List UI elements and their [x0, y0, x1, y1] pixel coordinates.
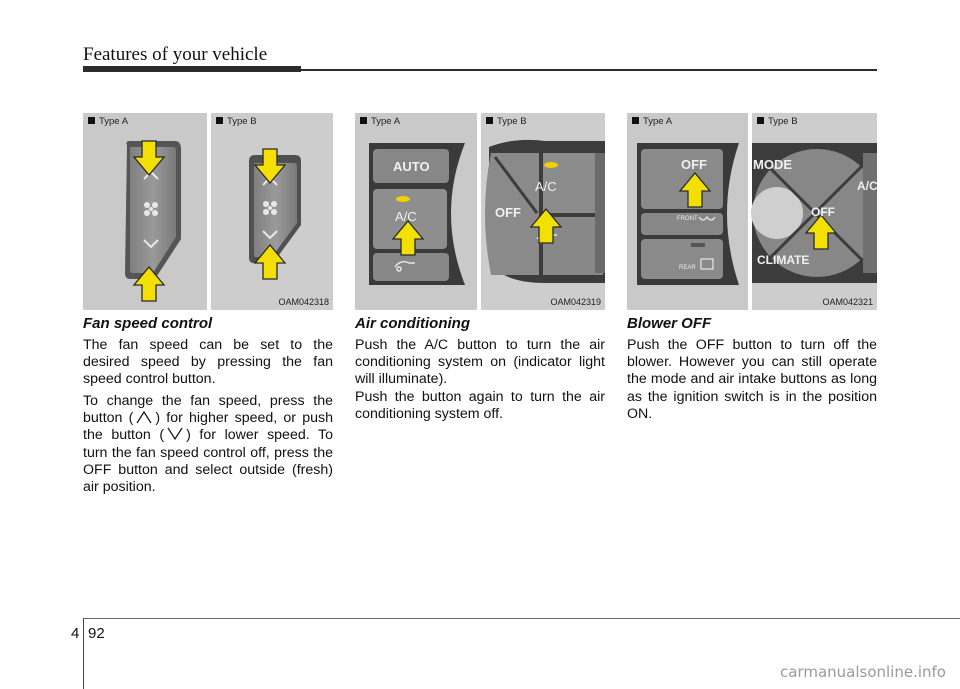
figure-divider: [477, 113, 481, 310]
off-button-b: OFF: [811, 205, 835, 219]
indicator-light: [396, 196, 410, 202]
arrow-up-icon: [391, 219, 425, 256]
fan-speed-paragraph-2: To change the fan speed, press the butto…: [83, 393, 333, 496]
type-a-label: Type A: [88, 116, 128, 127]
footer-rule-vertical: [83, 618, 84, 689]
defrost-icon: [698, 215, 716, 221]
watermark-link[interactable]: carmanualsonline.info: [780, 663, 946, 681]
figure-blower-off: OFF FRONT REAR MODE OFF CLIMATE A/C Type…: [627, 113, 877, 310]
caret-down-icon: [167, 428, 183, 441]
figure-divider: [748, 113, 752, 310]
caret-up-icon: [136, 411, 152, 424]
climate-button: CLIMATE: [757, 253, 810, 267]
blower-paragraph-1: Push the OFF button to turn off the blow…: [627, 337, 877, 422]
mode-button: MODE: [753, 157, 792, 172]
type-b-label: Type B: [757, 116, 798, 127]
fan-down-icon: [143, 239, 159, 249]
fan-icon: [144, 202, 158, 216]
rear-defrost-icon: [700, 258, 714, 270]
ac-button: A/C: [395, 209, 417, 224]
ac-paragraph-2: Push the button again to turn the air co…: [355, 389, 605, 423]
type-a-label: Type A: [632, 116, 672, 127]
rear-defrost-button: REAR: [679, 265, 696, 271]
arrow-up-icon-b: [253, 243, 287, 280]
page-number: 92: [88, 625, 105, 642]
figure-divider: [207, 113, 211, 310]
blower-control-illustration: [637, 143, 877, 285]
figure-code: OAM042318: [278, 297, 329, 307]
arrow-up-icon-b: [529, 207, 563, 244]
ac-button-b: A/C: [535, 179, 557, 194]
fan-control-illustration: [125, 140, 301, 302]
arrow-down-icon: [132, 140, 166, 177]
section-title-blower-off: Blower OFF: [627, 315, 712, 332]
footer-rule-horizontal: [83, 618, 960, 619]
arrow-down-icon-b: [253, 148, 287, 185]
indicator-light-b: [544, 162, 558, 168]
ac-button-b: A/C: [857, 179, 877, 193]
chapter-number: 4: [71, 625, 80, 642]
arrow-up-icon: [132, 265, 166, 302]
figure-code: OAM042319: [550, 297, 601, 307]
recirculation-icon: [394, 260, 415, 272]
ac-control-illustration: [369, 139, 605, 285]
off-button: OFF: [495, 205, 521, 220]
header-rule-thick: [83, 66, 301, 72]
arrow-up-icon-b: [804, 213, 838, 250]
type-a-label: Type A: [360, 116, 400, 127]
type-b-label: Type B: [486, 116, 527, 127]
arrow-up-icon: [678, 171, 712, 208]
figure-air-conditioning: AUTO A/C OFF A/C Type A Type B OAM042319: [355, 113, 605, 310]
fan-icon-b: [263, 201, 277, 215]
section-title-fan-speed: Fan speed control: [83, 315, 213, 332]
type-b-label: Type B: [216, 116, 257, 127]
ac-paragraph-1: Push the A/C button to turn the air cond…: [355, 337, 605, 388]
off-button: OFF: [681, 157, 707, 172]
figure-fan-speed: Type A Type B OAM042318: [83, 113, 333, 310]
figure-code: OAM042321: [822, 297, 873, 307]
section-title-air-conditioning: Air conditioning: [355, 315, 470, 332]
auto-button: AUTO: [393, 159, 430, 174]
fan-speed-paragraph-1: The fan speed can be set to the desired …: [83, 337, 333, 388]
fan-down-icon-b: [262, 230, 278, 240]
header-title: Features of your vehicle: [83, 44, 268, 65]
header-rule-thin: [301, 69, 877, 71]
front-defrost-button: FRONT: [677, 216, 698, 222]
